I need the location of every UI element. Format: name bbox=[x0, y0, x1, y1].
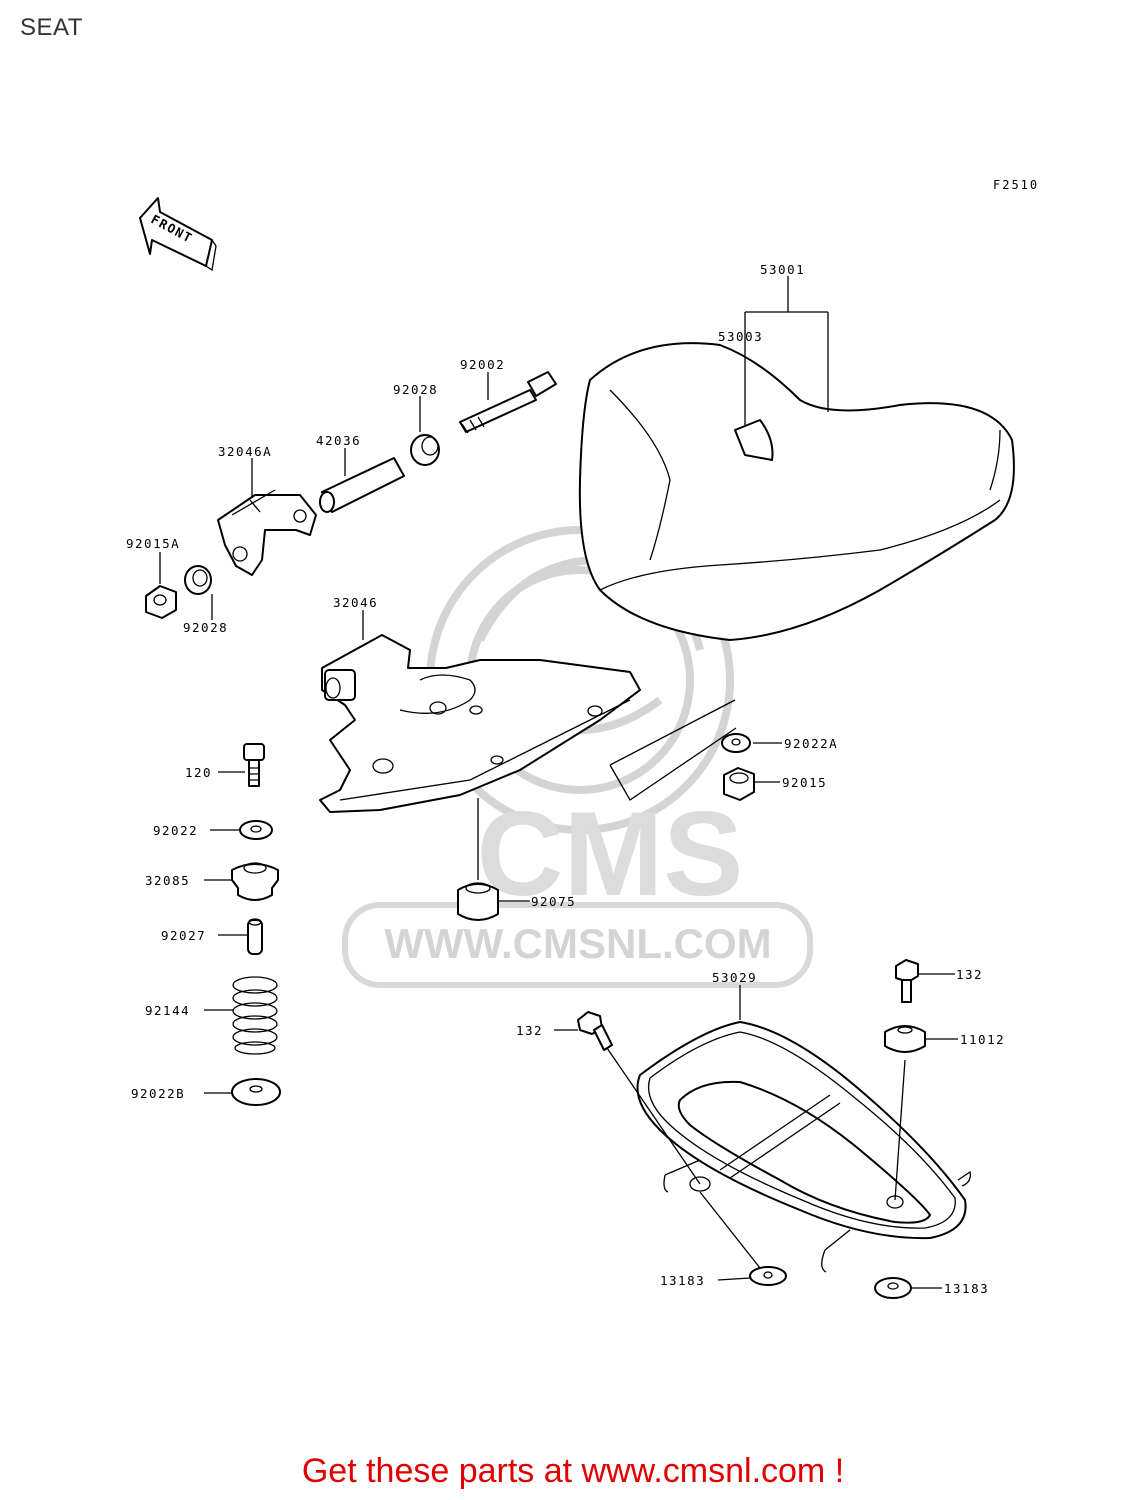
label-13183-right: 13183 bbox=[944, 1281, 989, 1296]
label-92027: 92027 bbox=[161, 928, 206, 943]
nut-92015-icon bbox=[723, 767, 755, 801]
label-92144: 92144 bbox=[145, 1003, 190, 1018]
label-53001: 53001 bbox=[760, 262, 805, 277]
sleeve-42036-icon bbox=[319, 457, 405, 513]
label-92028-top: 92028 bbox=[393, 382, 438, 397]
bolt-132-right-icon bbox=[895, 959, 919, 1003]
figure-code: F2510 bbox=[993, 178, 1040, 192]
label-11012: 11012 bbox=[960, 1032, 1005, 1047]
label-92015: 92015 bbox=[782, 775, 827, 790]
pin-92027-icon bbox=[247, 918, 263, 955]
bolt-120-icon bbox=[243, 743, 265, 787]
label-120: 120 bbox=[185, 765, 212, 780]
collar-92028-top-icon bbox=[410, 434, 440, 466]
label-32085: 32085 bbox=[145, 873, 190, 888]
label-132-left: 132 bbox=[516, 1023, 543, 1038]
clip-11012-icon bbox=[884, 1025, 926, 1053]
rubber-92075-icon bbox=[457, 882, 499, 921]
label-92022A: 92022A bbox=[784, 736, 838, 751]
label-13183-left: 13183 bbox=[660, 1273, 705, 1288]
watermark-brand: CMS bbox=[477, 787, 744, 921]
bolt-132-left-icon bbox=[577, 1011, 613, 1051]
watermark-url: WWW.CMSNL.COM bbox=[384, 920, 771, 967]
label-92022: 92022 bbox=[153, 823, 198, 838]
washer-92022A-icon bbox=[721, 733, 751, 753]
front-arrow-icon: FRONT bbox=[139, 197, 217, 272]
bracket-32046A-icon bbox=[217, 489, 317, 576]
label-92075: 92075 bbox=[531, 894, 576, 909]
spring-92144-icon bbox=[232, 976, 278, 1055]
page-title: SEAT bbox=[20, 14, 83, 41]
buy-parts-link[interactable]: Get these parts at www.cmsnl.com ! bbox=[301, 1452, 845, 1490]
seat-base-32046-icon bbox=[319, 634, 641, 813]
seat-cushion-icon bbox=[578, 342, 1015, 641]
label-92015A: 92015A bbox=[126, 536, 180, 551]
seat-frame-53029-icon bbox=[636, 1021, 971, 1273]
cms-watermark: CMS WWW.CMSNL.COM bbox=[342, 526, 813, 988]
label-42036: 42036 bbox=[316, 433, 361, 448]
label-32046: 32046 bbox=[333, 595, 378, 610]
label-92022B: 92022B bbox=[131, 1086, 185, 1101]
washer-92022B-icon bbox=[231, 1078, 281, 1106]
damper-32085-icon bbox=[231, 862, 279, 901]
part-labels: 53001 53003 92002 92028 42036 32046A 920… bbox=[126, 262, 1005, 1296]
label-53029: 53029 bbox=[712, 970, 757, 985]
label-32046A: 32046A bbox=[218, 444, 272, 459]
leader-lines bbox=[159, 276, 958, 1289]
label-92002: 92002 bbox=[460, 357, 505, 372]
washer-92022-icon bbox=[239, 820, 273, 840]
washer-13183-right-icon bbox=[874, 1277, 912, 1299]
nut-92015A-icon bbox=[145, 585, 177, 619]
label-132-right: 132 bbox=[956, 967, 983, 982]
label-53003: 53003 bbox=[718, 329, 763, 344]
bolt-92002-icon bbox=[459, 371, 557, 434]
washer-13183-left-icon bbox=[749, 1266, 787, 1286]
collar-92028-bottom-icon bbox=[184, 565, 212, 595]
label-92028-bottom: 92028 bbox=[183, 620, 228, 635]
